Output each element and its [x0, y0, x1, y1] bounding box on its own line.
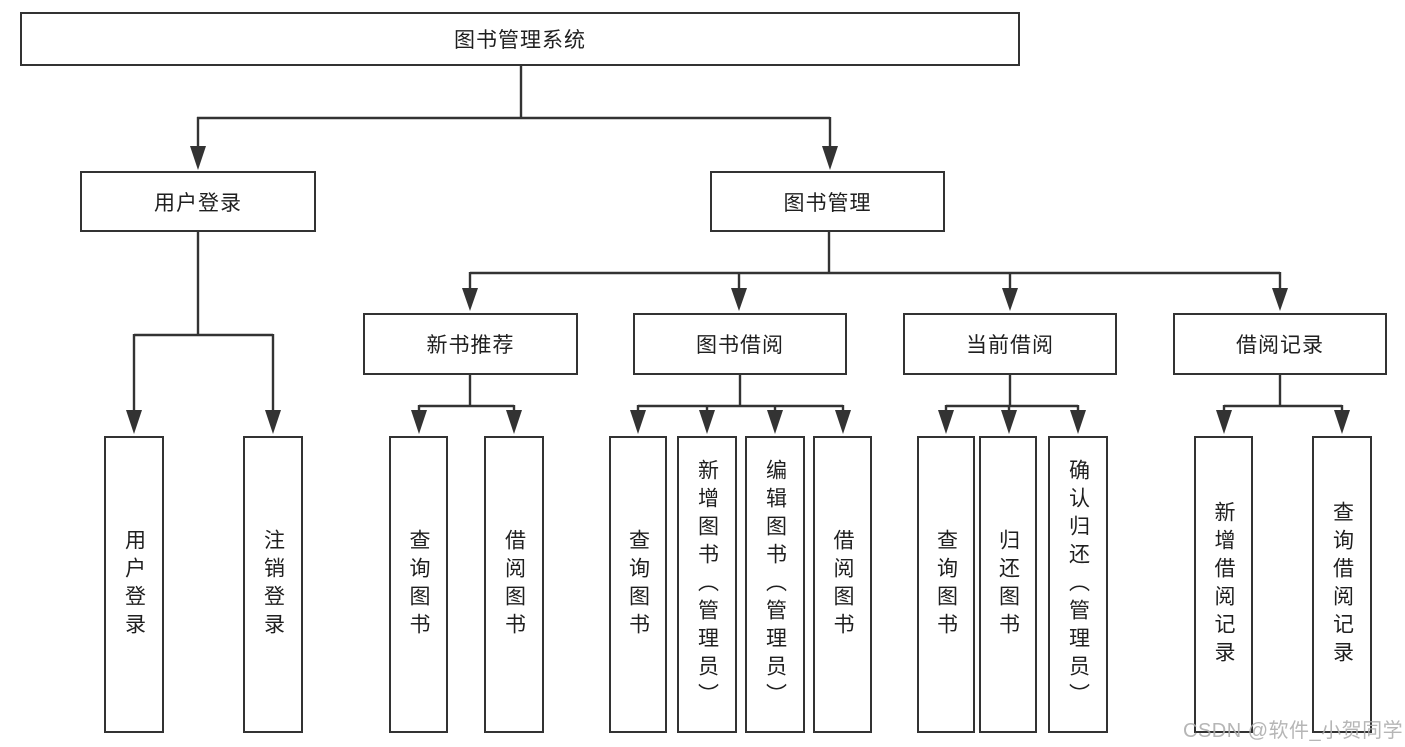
arrowhead-icon: [190, 146, 206, 170]
node-root: 图书管理系统: [20, 12, 1020, 66]
arrowhead-icon: [1070, 410, 1086, 434]
node-book-borrow: 图书借阅: [633, 313, 847, 375]
arrowhead-icon: [938, 410, 954, 434]
arrowhead-icon: [265, 410, 281, 434]
arrowhead-icon: [767, 410, 783, 434]
node-leaf-borrow-books-a-label: 借阅图书: [502, 528, 526, 641]
arrowhead-icon: [822, 146, 838, 170]
node-leaf-query-books-a: 查询图书: [389, 436, 448, 733]
arrowhead-icon: [1001, 410, 1017, 434]
csdn-watermark: CSDN @软件_小贺同学: [1183, 720, 1404, 742]
node-book-management-label: 图书管理: [783, 191, 872, 215]
node-leaf-add-borrow-record: 新增借阅记录: [1194, 436, 1253, 733]
node-borrow-records: 借阅记录: [1173, 313, 1387, 375]
node-leaf-borrow-books-a: 借阅图书: [484, 436, 544, 733]
node-leaf-query-books-b-label: 查询图书: [626, 528, 650, 641]
arrowhead-icon: [126, 410, 142, 434]
node-leaf-add-borrow-record-label: 新增借阅记录: [1212, 500, 1235, 669]
node-leaf-confirm-return-admin: 确认归还（管理员）: [1048, 436, 1108, 733]
node-user-login-label: 用户登录: [154, 191, 242, 215]
arrowhead-icon: [506, 410, 522, 434]
node-root-label: 图书管理系统: [454, 29, 586, 52]
node-leaf-user-login: 用户登录: [104, 436, 164, 733]
arrowhead-icon: [731, 288, 747, 311]
node-leaf-query-books-b: 查询图书: [609, 436, 667, 733]
node-borrow-records-label: 借阅记录: [1236, 334, 1324, 357]
node-leaf-borrow-books-b: 借阅图书: [813, 436, 872, 733]
arrowhead-icon: [462, 288, 478, 311]
node-user-login: 用户登录: [80, 171, 316, 232]
node-current-borrow-label: 当前借阅: [966, 334, 1054, 357]
node-new-book-recommend-label: 新书推荐: [426, 334, 515, 357]
arrowhead-icon: [1334, 410, 1350, 434]
arrowhead-icon: [630, 410, 646, 434]
node-leaf-query-books-a-label: 查询图书: [407, 528, 430, 641]
node-book-management: 图书管理: [710, 171, 945, 232]
node-leaf-logout: 注销登录: [243, 436, 303, 733]
arrowhead-icon: [411, 410, 427, 434]
node-new-book-recommend: 新书推荐: [363, 313, 578, 375]
node-leaf-return-books-label: 归还图书: [996, 528, 1020, 641]
node-leaf-add-book-admin: 新增图书（管理员）: [677, 436, 737, 733]
node-leaf-add-book-admin-label: 新增图书（管理员）: [695, 458, 719, 711]
node-leaf-query-books-c-label: 查询图书: [934, 528, 958, 641]
node-book-borrow-label: 图书借阅: [696, 334, 784, 357]
node-leaf-edit-book-admin-label: 编辑图书（管理员）: [763, 458, 787, 711]
arrowhead-icon: [1216, 410, 1232, 434]
node-leaf-user-login-label: 用户登录: [122, 528, 146, 641]
connector-arrowheads: [126, 146, 1350, 434]
node-leaf-query-borrow-record: 查询借阅记录: [1312, 436, 1372, 733]
node-leaf-confirm-return-admin-label: 确认归还（管理员）: [1066, 458, 1090, 711]
node-leaf-logout-label: 注销登录: [261, 528, 285, 641]
arrowhead-icon: [1002, 288, 1018, 311]
node-leaf-borrow-books-b-label: 借阅图书: [831, 528, 854, 641]
arrowhead-icon: [835, 410, 851, 434]
arrowhead-icon: [1272, 288, 1288, 311]
node-leaf-query-borrow-record-label: 查询借阅记录: [1330, 500, 1354, 669]
node-leaf-edit-book-admin: 编辑图书（管理员）: [745, 436, 805, 733]
node-leaf-return-books: 归还图书: [979, 436, 1037, 733]
arrowhead-icon: [699, 410, 715, 434]
node-current-borrow: 当前借阅: [903, 313, 1117, 375]
node-leaf-query-books-c: 查询图书: [917, 436, 975, 733]
